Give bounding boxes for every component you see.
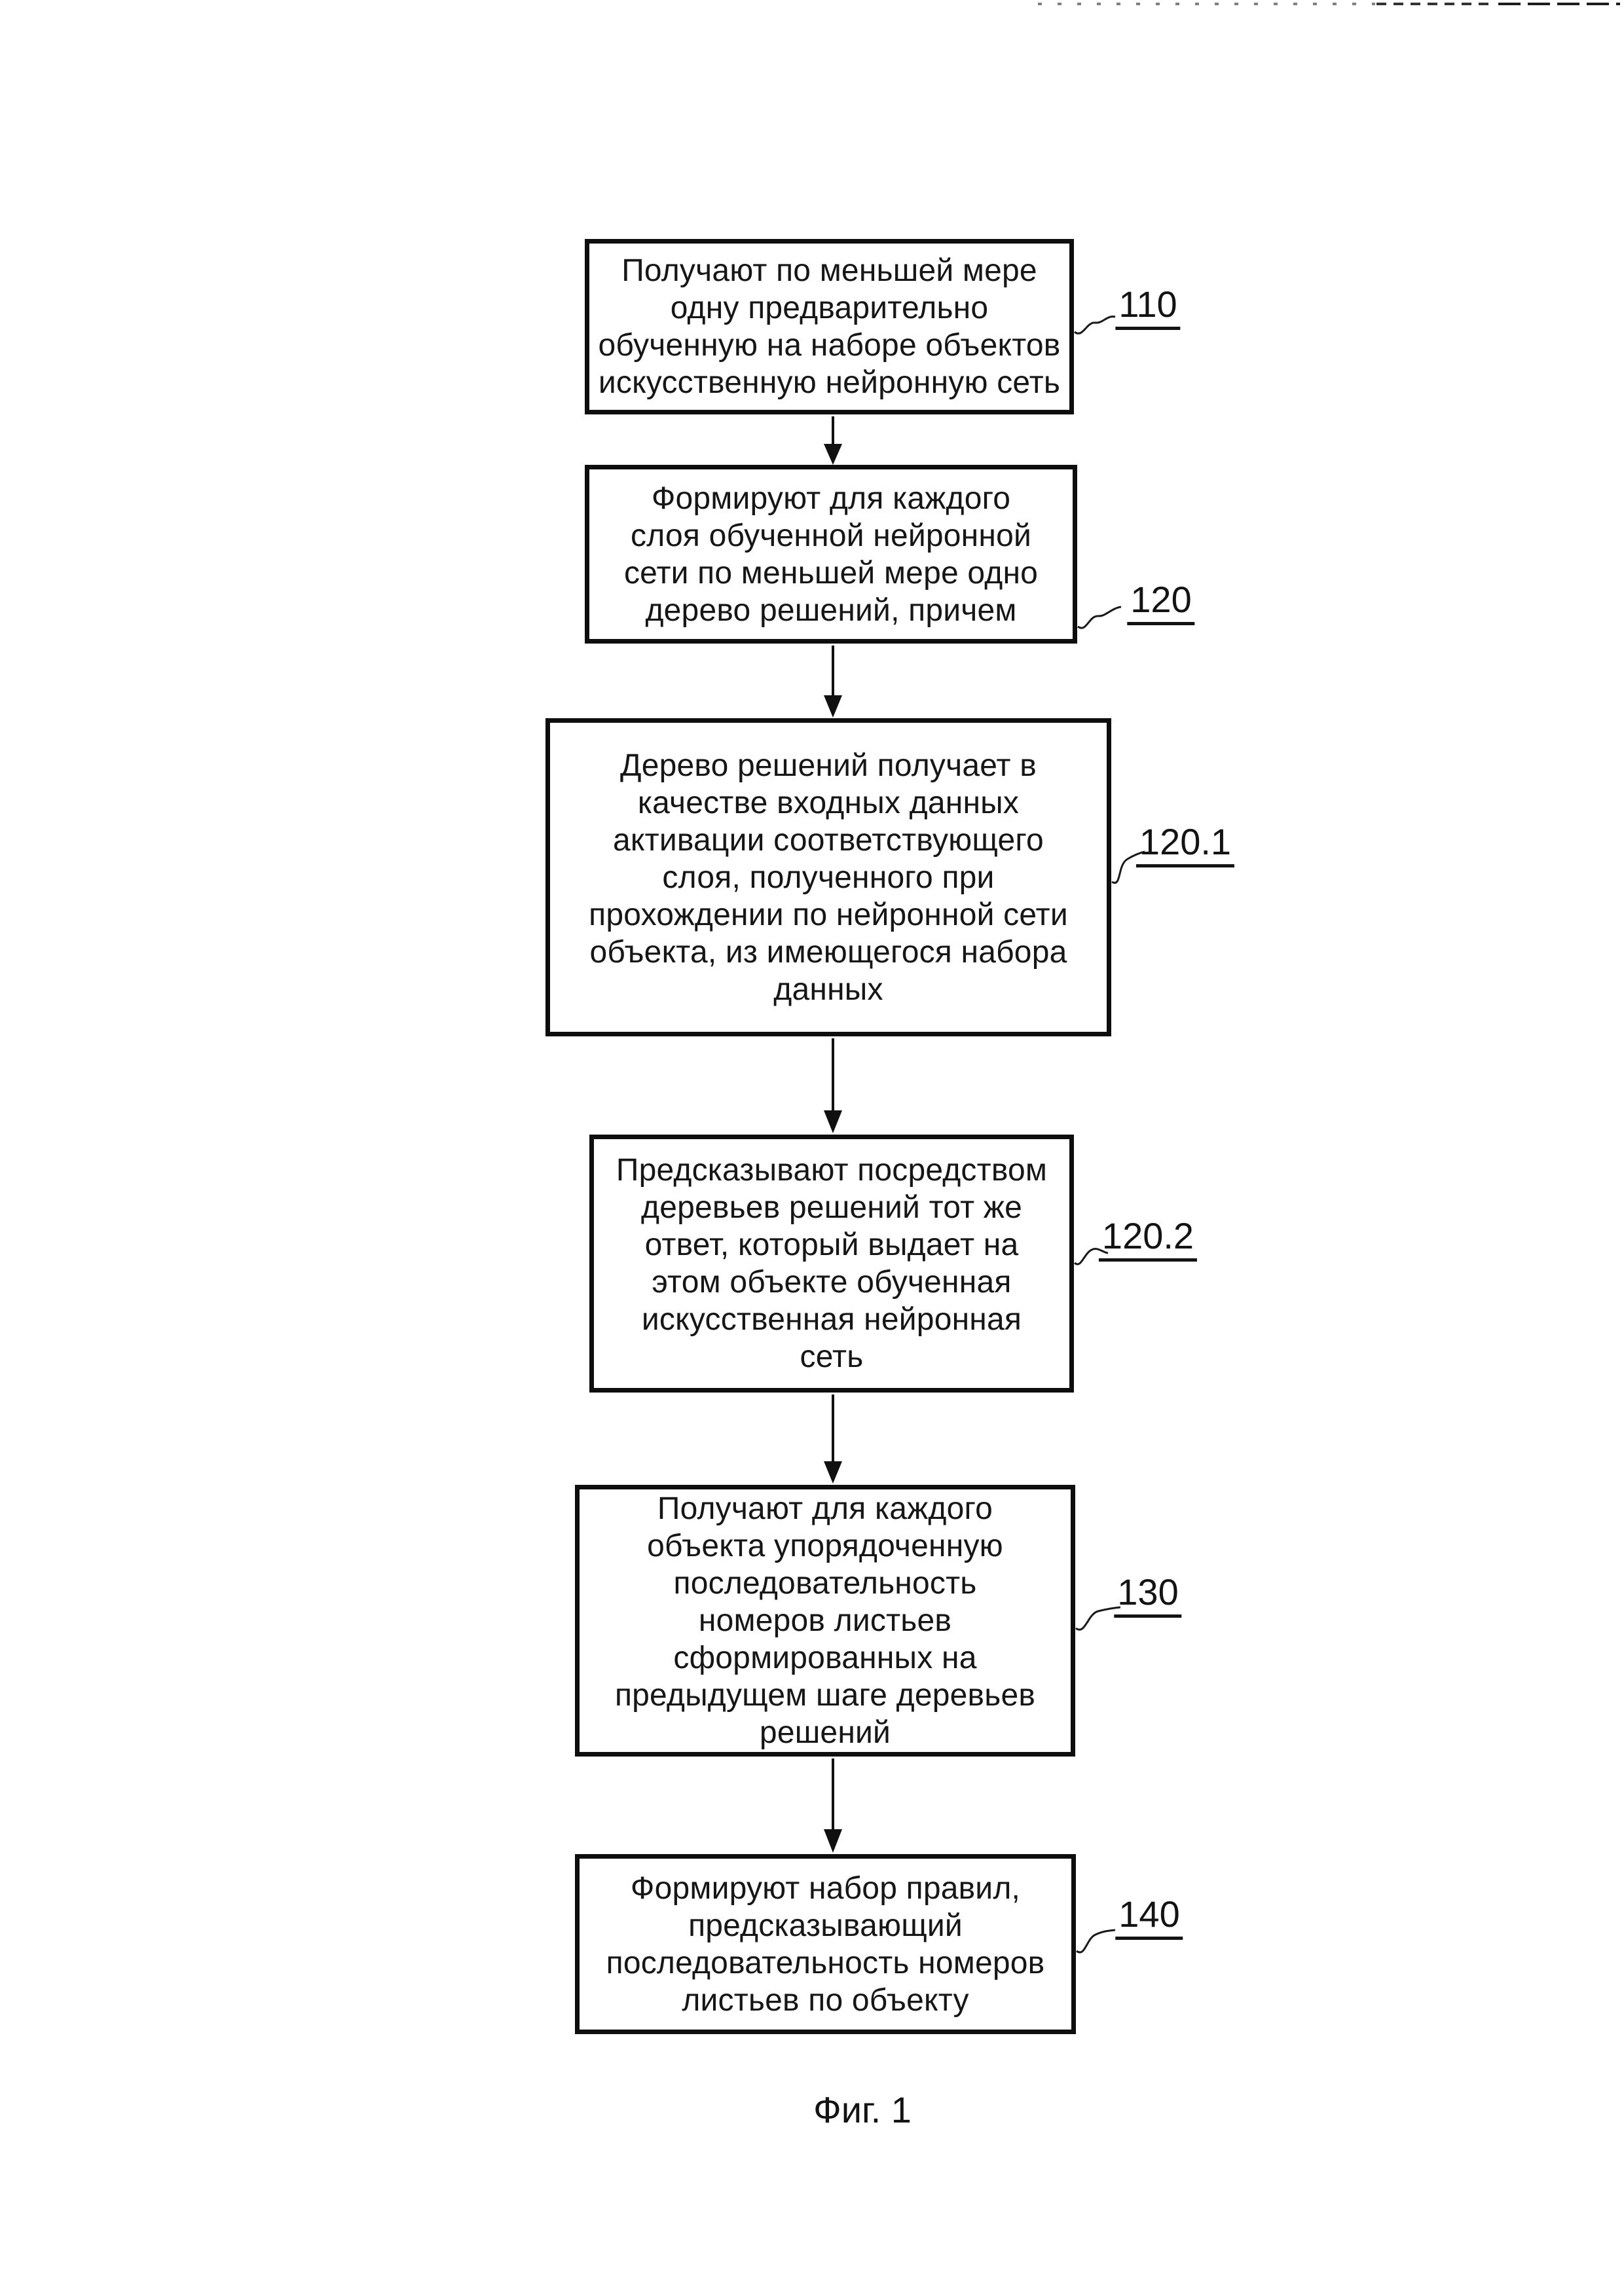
- ref-label-110: 110: [1115, 286, 1181, 330]
- flow-step-box-120-2: Предсказывают посредством деревьев решен…: [589, 1135, 1074, 1393]
- flow-arrow-2: [824, 646, 842, 718]
- ref-label-120-2: 120.2: [1098, 1218, 1198, 1262]
- flow-step-text-140: Формируют набор правил, предсказывающий …: [606, 1870, 1045, 2018]
- ref-label-120-1: 120.1: [1135, 824, 1235, 867]
- scan-artifact-line: [1038, 3, 1375, 5]
- flow-step-text-110: Получают по меньшей мере одну предварите…: [598, 253, 1061, 400]
- flow-step-box-120: Формируют для каждого слоя обученной ней…: [585, 465, 1077, 644]
- flow-arrow-5: [824, 1758, 842, 1853]
- leader-120: [1077, 606, 1122, 629]
- flow-step-box-110: Получают по меньшей мере одну предварите…: [585, 239, 1074, 414]
- scan-artifact-line: [1376, 3, 1496, 5]
- flow-step-box-140: Формируют набор правил, предсказывающий …: [575, 1854, 1076, 2034]
- flow-arrow-4: [824, 1394, 842, 1484]
- figure-caption: Фиг. 1: [813, 2089, 912, 2130]
- flow-step-text-120-1: Дерево решений получает в качестве входн…: [589, 748, 1068, 1007]
- flow-step-text-120-2: Предсказывают посредством деревьев решен…: [616, 1153, 1048, 1374]
- flow-step-box-120-1: Дерево решений получает в качестве входн…: [545, 718, 1111, 1036]
- ref-label-130: 130: [1114, 1574, 1182, 1618]
- leader-110: [1074, 316, 1116, 335]
- flow-step-text-130: Получают для каждого объекта упорядоченн…: [614, 1491, 1036, 1750]
- ref-label-120: 120: [1127, 581, 1195, 625]
- flow-step-box-130: Получают для каждого объекта упорядоченн…: [575, 1485, 1075, 1757]
- flow-arrow-1: [824, 416, 842, 465]
- ref-label-140: 140: [1115, 1896, 1183, 1940]
- leader-140: [1076, 1929, 1116, 1954]
- scan-artifact-line: [1498, 3, 1620, 5]
- flow-step-text-120: Формируют для каждого слоя обученной ней…: [623, 481, 1039, 628]
- flow-arrow-3: [824, 1038, 842, 1133]
